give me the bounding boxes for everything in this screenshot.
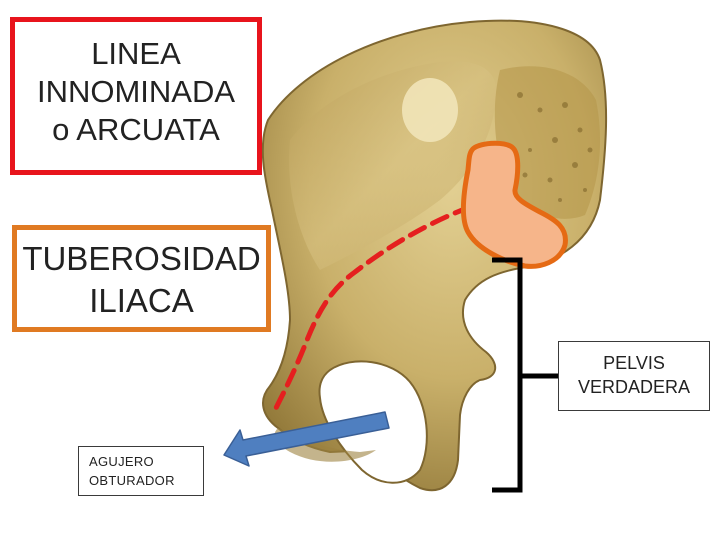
label-agujero-line2: OBTURADOR — [89, 473, 175, 488]
label-agujero-line1: AGUJERO — [89, 454, 154, 469]
ischium-shade — [274, 428, 376, 462]
label-pelvis-verdadera: PELVIS VERDADERA — [558, 341, 710, 411]
label-tuberosidad-iliaca: TUBEROSIDAD ILIACA — [12, 225, 271, 332]
iliac-crest-texture — [494, 66, 601, 219]
arrow-left-icon — [223, 411, 390, 467]
label-linea-line3: o ARCUATA — [52, 112, 220, 147]
label-linea-line1: LINEA — [91, 36, 181, 71]
linea-arcuata-dashed — [273, 204, 473, 411]
label-linea-line2: INNOMINADA — [36, 74, 236, 109]
label-pelvis-line1: PELVIS — [603, 353, 665, 373]
wing-highlight — [402, 78, 458, 142]
label-tuberosidad-line1: TUBEROSIDAD — [22, 240, 261, 277]
label-pelvis-line2: VERDADERA — [577, 377, 691, 397]
label-linea-innominada: LINEA INNOMINADA o ARCUATA — [10, 17, 262, 175]
label-tuberosidad-line2: ILIACA — [89, 282, 194, 319]
tuberosity-dots — [517, 92, 593, 202]
tuberosity-shape — [460, 140, 568, 269]
bracket-icon — [492, 257, 558, 493]
label-agujero-obturador: AGUJERO OBTURADOR — [78, 446, 204, 496]
